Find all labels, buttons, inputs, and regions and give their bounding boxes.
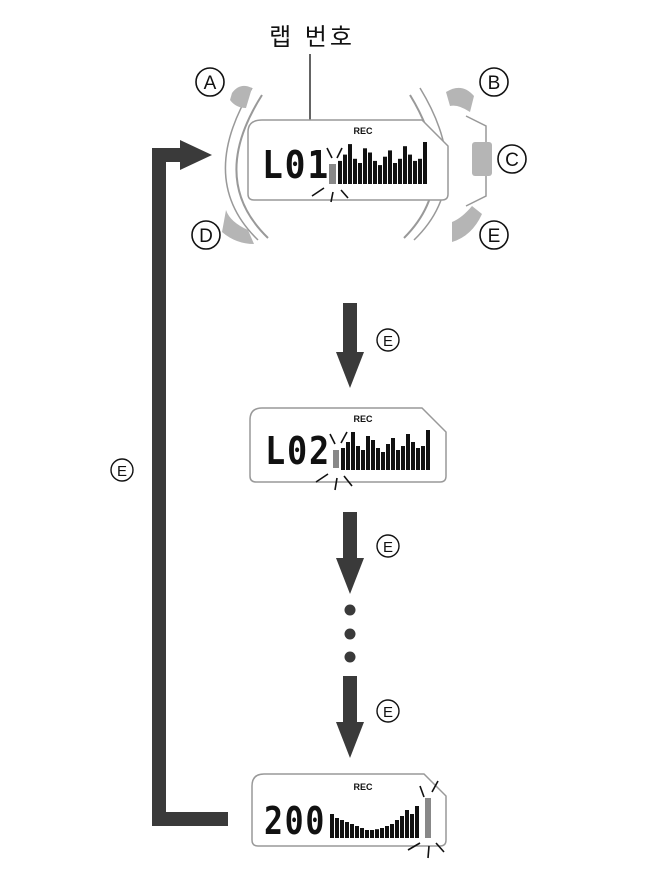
lcd-graph-bar bbox=[401, 446, 405, 470]
lcd-graph-bar bbox=[386, 444, 390, 470]
lcd-graph-bar bbox=[340, 820, 344, 838]
ellipsis-dots bbox=[344, 604, 356, 663]
lcd-graph-bar bbox=[375, 829, 379, 838]
arrow-step-2-label: E bbox=[376, 534, 400, 558]
svg-text:C: C bbox=[505, 150, 519, 171]
lcd-graph-bar bbox=[388, 150, 392, 184]
svg-text:E: E bbox=[383, 333, 393, 350]
lcd-graph-bar bbox=[350, 824, 354, 838]
arrow-step-1-label: E bbox=[376, 328, 400, 352]
svg-text:D: D bbox=[199, 226, 213, 247]
button-b-shape[interactable] bbox=[446, 87, 474, 112]
button-a-label: A bbox=[195, 67, 225, 97]
lcd-graph-bar bbox=[351, 432, 355, 470]
button-e-shape[interactable] bbox=[452, 206, 482, 242]
lcd-graph-bar bbox=[368, 152, 372, 184]
lcd-graph-bar bbox=[393, 163, 397, 184]
lcd-graph-bar bbox=[358, 163, 362, 184]
lcd-graph-bar bbox=[406, 434, 410, 470]
button-c-label: C bbox=[497, 144, 527, 174]
screen-lap-200: REC 200 bbox=[251, 773, 447, 859]
button-b-label: B bbox=[479, 67, 509, 97]
lcd-graph-bar bbox=[363, 148, 367, 184]
lcd-graph-bar bbox=[346, 442, 350, 470]
lcd-graph-bar bbox=[398, 158, 402, 184]
screen-3-graph bbox=[330, 806, 419, 838]
lcd-graph-bar bbox=[410, 814, 414, 838]
arrow-step-1 bbox=[336, 303, 364, 388]
lcd-graph-bar bbox=[408, 154, 412, 184]
lcd-graph-bar bbox=[355, 826, 359, 838]
lcd-graph-bar bbox=[345, 822, 349, 838]
lcd-graph-bar bbox=[411, 442, 415, 470]
screen-3-blink-marks bbox=[407, 780, 445, 859]
lcd-graph-bar bbox=[383, 156, 387, 184]
lcd-graph-bar bbox=[396, 450, 400, 470]
screen-1-graph bbox=[338, 142, 427, 184]
lcd-graph-bar bbox=[395, 820, 399, 838]
lcd-graph-bar bbox=[361, 450, 365, 470]
lcd-graph-bar bbox=[418, 158, 422, 184]
screen-2-lap-number: L02 bbox=[265, 429, 331, 473]
lcd-graph-bar bbox=[371, 440, 375, 470]
button-d-label: D bbox=[191, 220, 221, 250]
lcd-graph-bar bbox=[380, 828, 384, 838]
loop-back-arrow bbox=[152, 140, 228, 826]
lap-number-title: 랩 번호 bbox=[269, 23, 355, 51]
lcd-graph-bar bbox=[391, 438, 395, 470]
lcd-graph-bar bbox=[335, 818, 339, 838]
screen-3-mode: REC bbox=[353, 782, 373, 792]
loop-back-label: E bbox=[110, 458, 134, 482]
lcd-graph-bar bbox=[341, 448, 345, 470]
lcd-graph-bar bbox=[343, 154, 347, 184]
lcd-graph-bar bbox=[370, 830, 374, 838]
lcd-graph-bar bbox=[381, 452, 385, 470]
lcd-graph-bar bbox=[356, 446, 360, 470]
lcd-graph-bar bbox=[403, 146, 407, 184]
lcd-graph-bar bbox=[413, 160, 417, 184]
button-c-shape[interactable] bbox=[472, 142, 492, 176]
svg-text:A: A bbox=[204, 73, 217, 94]
lcd-graph-bar bbox=[378, 165, 382, 184]
lcd-graph-bar bbox=[416, 448, 420, 470]
button-d-shape[interactable] bbox=[222, 210, 254, 244]
lcd-graph-bar bbox=[353, 158, 357, 184]
lcd-graph-bar bbox=[385, 826, 389, 838]
screen-2-graph bbox=[341, 430, 430, 470]
lcd-graph-bar bbox=[405, 810, 409, 838]
svg-text:E: E bbox=[117, 463, 127, 480]
screen-1-blink-marks bbox=[311, 147, 349, 203]
lcd-graph-bar bbox=[423, 142, 427, 184]
arrow-step-3 bbox=[336, 676, 364, 758]
screen-2-mode: REC bbox=[353, 414, 373, 424]
svg-text:B: B bbox=[488, 73, 501, 94]
lcd-graph-bar bbox=[330, 814, 334, 838]
svg-text:E: E bbox=[383, 539, 393, 556]
svg-text:E: E bbox=[383, 704, 393, 721]
screen-lap-01: REC L01 bbox=[247, 119, 449, 203]
screen-lap-02: REC L02 bbox=[249, 407, 447, 491]
screen-1-mode: REC bbox=[353, 126, 373, 136]
button-a-shape[interactable] bbox=[230, 85, 252, 108]
arrow-step-3-label: E bbox=[376, 699, 400, 723]
lcd-graph-bar bbox=[338, 160, 342, 184]
screen-2-blink-marks bbox=[315, 431, 353, 491]
arrow-step-2 bbox=[336, 512, 364, 594]
lcd-graph-bar bbox=[366, 436, 370, 470]
lcd-graph-bar bbox=[365, 830, 369, 838]
lcd-graph-bar bbox=[348, 144, 352, 184]
lcd-graph-bar bbox=[426, 430, 430, 470]
lcd-graph-bar bbox=[373, 160, 377, 184]
lcd-graph-bar bbox=[390, 824, 394, 838]
lcd-graph-bar bbox=[400, 816, 404, 838]
svg-text:E: E bbox=[488, 226, 501, 247]
screen-1-lap-number: L01 bbox=[262, 143, 330, 187]
lcd-graph-bar bbox=[376, 448, 380, 470]
lcd-graph-bar bbox=[415, 806, 419, 838]
lcd-graph-bar bbox=[421, 446, 425, 470]
lcd-graph-bar bbox=[360, 828, 364, 838]
button-e-label: E bbox=[479, 220, 509, 250]
screen-3-lap-number: 200 bbox=[264, 799, 326, 843]
